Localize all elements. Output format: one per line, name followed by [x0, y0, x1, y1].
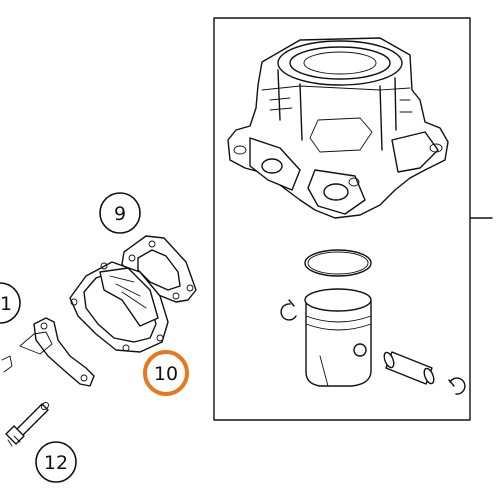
callout-10-label: 10 [154, 363, 178, 385]
callout-12[interactable]: 12 [35, 441, 77, 483]
bolt-12-drawing[interactable] [5, 401, 50, 447]
callout-11[interactable]: 11 [0, 282, 21, 324]
circlip-right-drawing[interactable] [448, 377, 466, 395]
piston-ring-drawing[interactable] [304, 249, 372, 277]
wrist-pin-drawing[interactable] [382, 351, 435, 385]
intake-flange-10-drawing[interactable] [69, 261, 169, 353]
callout-12-label: 12 [44, 452, 68, 474]
bracket-11-drawing[interactable] [1, 317, 95, 387]
cylinder-assembly-box [213, 17, 493, 421]
cylinder-drawing[interactable] [227, 37, 449, 219]
piston-drawing[interactable] [304, 288, 372, 387]
callout-9-label: 9 [114, 203, 126, 225]
callout-9[interactable]: 9 [99, 192, 141, 234]
circlip-left-drawing[interactable] [280, 299, 297, 321]
callout-11-label: 11 [0, 293, 12, 315]
callout-10-highlighted[interactable]: 10 [143, 350, 189, 396]
